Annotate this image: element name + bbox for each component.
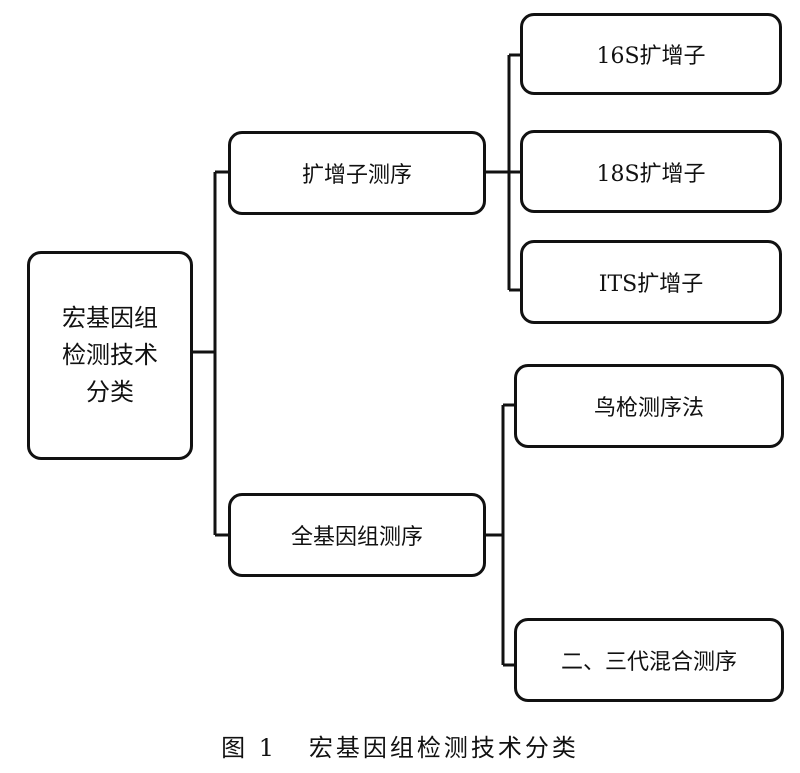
node-16s-amplicon-label: 16S扩增子 [596,44,706,69]
node-amplicon-sequencing-label: 扩增子测序 [301,163,412,188]
node-shotgun-sequencing: 鸟枪测序法 [514,364,784,448]
node-its-amplicon: ITS扩增子 [520,240,782,324]
node-amplicon-sequencing: 扩增子测序 [228,131,486,215]
figure-caption: 图 1 宏基因组检测技术分类 [221,734,579,762]
root-label-line-2: 检测技术 [62,341,158,369]
node-18s-amplicon: 18S扩增子 [520,130,782,213]
node-whole-genome-sequencing: 全基因组测序 [228,493,486,577]
node-its-amplicon-label: ITS扩增子 [598,272,704,297]
node-hybrid-sequencing-label: 二、三代混合测序 [560,650,737,675]
root-label-line-3: 分类 [86,378,134,406]
root-label: 宏基因组 检测技术 分类 [62,300,158,411]
root-node: 宏基因组 检测技术 分类 [27,251,193,460]
node-18s-amplicon-label: 18S扩增子 [596,161,706,187]
node-shotgun-sequencing-label: 鸟枪测序法 [593,396,704,421]
root-label-line-1: 宏基因组 [62,304,158,332]
node-hybrid-sequencing: 二、三代混合测序 [514,618,784,702]
node-whole-genome-sequencing-label: 全基因组测序 [290,525,423,550]
node-16s-amplicon: 16S扩增子 [520,13,782,95]
